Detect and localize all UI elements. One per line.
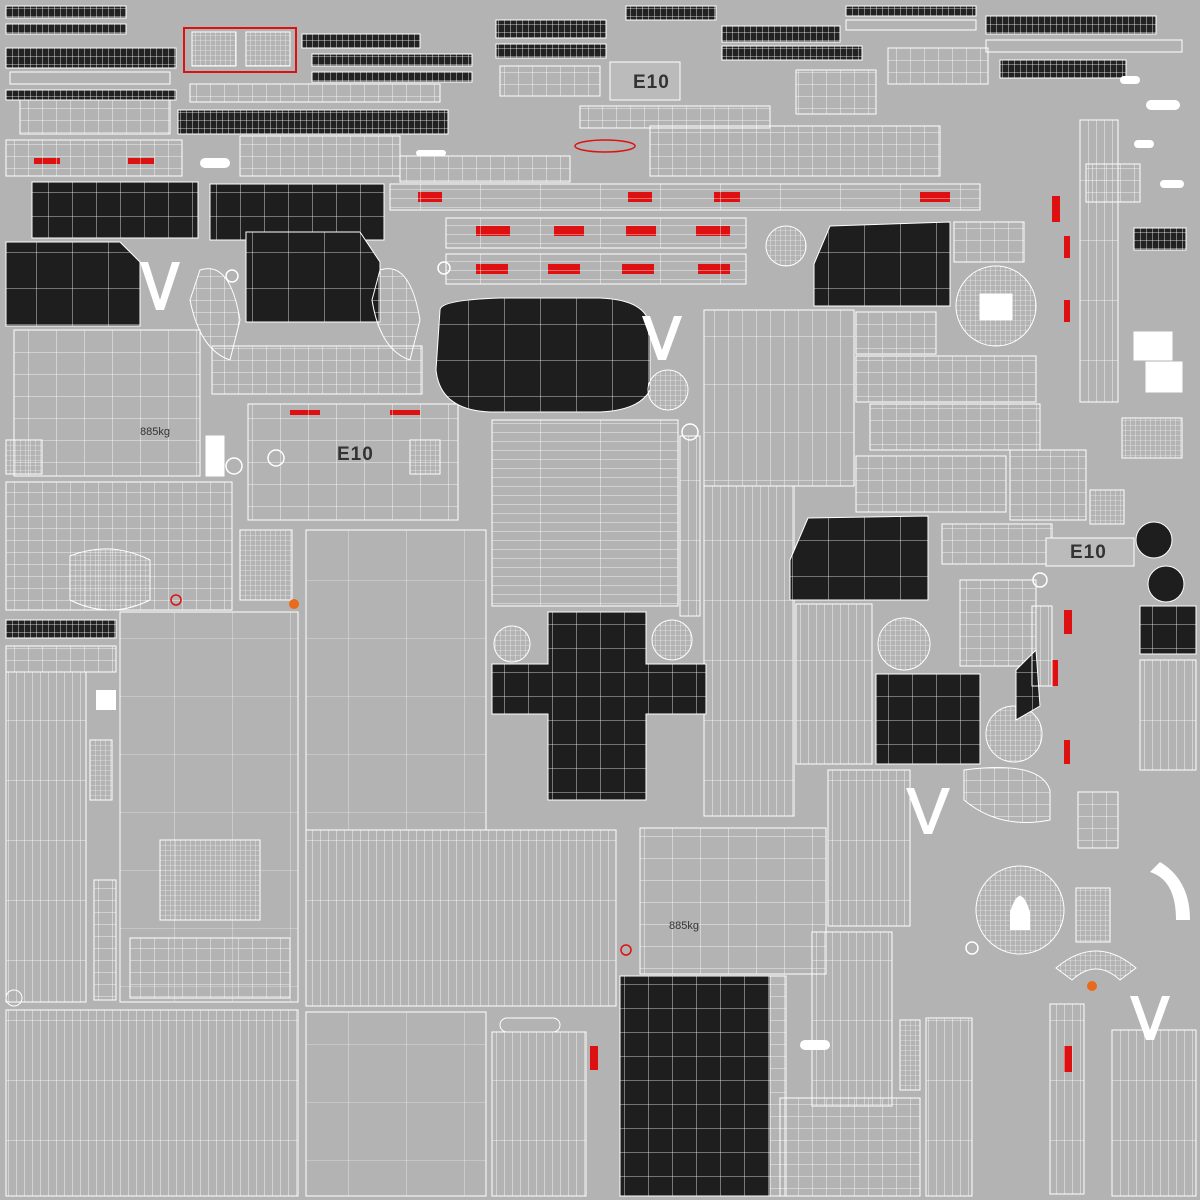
small-detail-islands	[96, 76, 1184, 1091]
left-lower-islands	[5, 611, 299, 1197]
top-strip-islands	[5, 5, 1183, 135]
right-column-islands	[1009, 119, 1197, 1197]
right-center-islands	[765, 221, 1137, 1197]
left-upper-islands	[5, 139, 459, 673]
center-islands	[239, 105, 981, 1197]
